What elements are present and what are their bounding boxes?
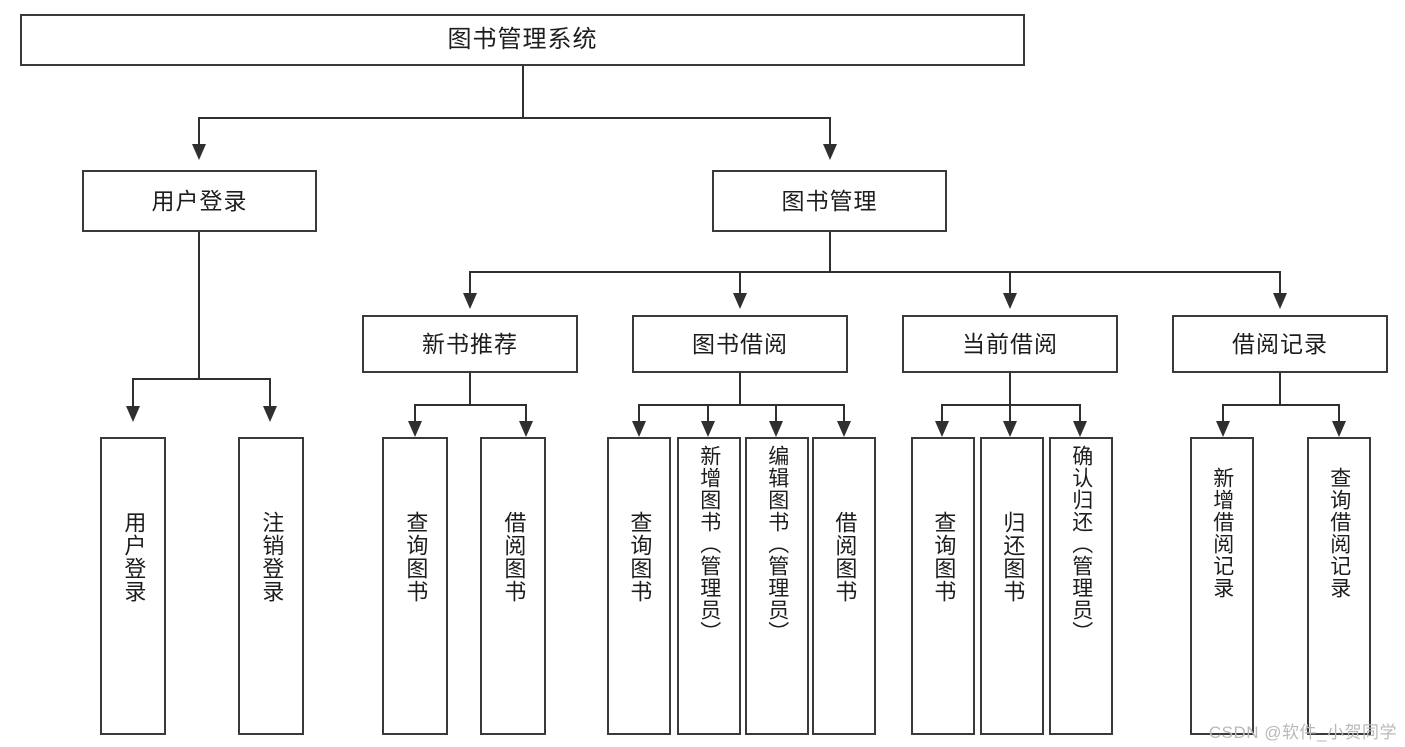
- connector-new-book-rec-l: [414, 404, 416, 422]
- node-label: 新增图书（管理员）: [697, 445, 721, 643]
- node-book-borrow[interactable]: 图书借阅: [632, 315, 848, 373]
- arrowhead-leaf-user-login: [126, 406, 140, 422]
- connector-level3-bus: [469, 271, 1281, 273]
- connector-to-user-login: [198, 117, 200, 144]
- leaf-add-book[interactable]: 新增图书（管理员）: [677, 437, 741, 735]
- node-new-book-rec[interactable]: 新书推荐: [362, 315, 578, 373]
- node-borrow-record[interactable]: 借阅记录: [1172, 315, 1388, 373]
- connector-new-book-rec-bus: [414, 404, 526, 406]
- arrowhead-to-borrow-record: [1273, 293, 1287, 309]
- node-current-borrow[interactable]: 当前借阅: [902, 315, 1118, 373]
- arrowhead-to-user-login: [192, 144, 206, 160]
- node-user-login[interactable]: 用户登录: [82, 170, 317, 232]
- connector-to-book-manage: [829, 117, 831, 144]
- node-label: 用户登录: [121, 511, 147, 603]
- node-label: 图书借阅: [692, 330, 788, 357]
- connector-book-borrow-3: [775, 404, 777, 422]
- connector-to-borrow-record: [1279, 271, 1281, 293]
- leaf-add-record[interactable]: 新增借阅记录: [1190, 437, 1254, 735]
- arrowhead-to-current-borrow: [1003, 293, 1017, 309]
- connector-root-stem: [522, 66, 524, 118]
- node-label: 编辑图书（管理员）: [765, 445, 789, 643]
- leaf-query-book-1[interactable]: 查询图书: [382, 437, 448, 735]
- node-label: 图书管理系统: [447, 26, 598, 53]
- connector-book-borrow-1: [638, 404, 640, 422]
- connector-current-borrow-bus: [941, 404, 1081, 406]
- leaf-return-book[interactable]: 归还图书: [980, 437, 1044, 735]
- connector-user-login-bus: [132, 378, 270, 380]
- arrowhead-leaf-add-book: [701, 421, 715, 437]
- node-label: 借阅图书: [501, 511, 527, 603]
- leaf-query-record[interactable]: 查询借阅记录: [1307, 437, 1371, 735]
- arrowhead-to-new-book-rec: [463, 293, 477, 309]
- leaf-logout[interactable]: 注销登录: [238, 437, 304, 735]
- arrowhead-leaf-query-record: [1332, 421, 1346, 437]
- node-label: 图书管理: [781, 187, 878, 214]
- node-label: 用户登录: [151, 187, 248, 214]
- connector-root-bus: [198, 117, 830, 119]
- connector-borrow-record-stem: [1279, 373, 1281, 405]
- node-label: 借阅图书: [832, 511, 858, 603]
- node-label: 查询借阅记录: [1327, 467, 1351, 599]
- node-label: 借阅记录: [1232, 330, 1328, 357]
- leaf-query-book-3[interactable]: 查询图书: [911, 437, 975, 735]
- node-label: 当前借阅: [962, 330, 1058, 357]
- node-label: 查询图书: [403, 511, 429, 603]
- connector-book-borrow-stem: [739, 373, 741, 405]
- connector-new-book-rec-stem: [469, 373, 471, 405]
- connector-to-book-borrow: [739, 271, 741, 293]
- arrowhead-leaf-query-book-3: [935, 421, 949, 437]
- node-book-manage[interactable]: 图书管理: [712, 170, 947, 232]
- leaf-user-login[interactable]: 用户登录: [100, 437, 166, 735]
- node-label: 新书推荐: [422, 330, 518, 357]
- arrowhead-leaf-edit-book: [769, 421, 783, 437]
- leaf-confirm-return[interactable]: 确认归还（管理员）: [1049, 437, 1113, 735]
- connector-borrow-record-l: [1222, 404, 1224, 422]
- node-label: 归还图书: [1000, 511, 1026, 603]
- arrowhead-leaf-confirm-return: [1073, 421, 1087, 437]
- csdn-watermark: CSDN @软件_小贺同学: [1208, 723, 1397, 742]
- connector-book-borrow-4: [843, 404, 845, 422]
- connector-current-borrow-1: [941, 404, 943, 422]
- leaf-edit-book[interactable]: 编辑图书（管理员）: [745, 437, 809, 735]
- arrowhead-leaf-query-book-2: [632, 421, 646, 437]
- connector-book-borrow-bus: [638, 404, 844, 406]
- connector-current-borrow-stem: [1009, 373, 1011, 405]
- arrowhead-to-book-manage: [823, 144, 837, 160]
- connector-user-login-left: [132, 378, 134, 406]
- connector-to-new-book-rec: [469, 271, 471, 293]
- node-label: 查询图书: [931, 511, 957, 603]
- connector-borrow-record-bus: [1222, 404, 1339, 406]
- connector-to-current-borrow: [1009, 271, 1011, 293]
- connector-current-borrow-3: [1079, 404, 1081, 422]
- arrowhead-leaf-add-record: [1216, 421, 1230, 437]
- leaf-borrow-book-2[interactable]: 借阅图书: [812, 437, 876, 735]
- leaf-borrow-book-1[interactable]: 借阅图书: [480, 437, 546, 735]
- connector-book-borrow-2: [707, 404, 709, 422]
- node-label: 新增借阅记录: [1210, 467, 1234, 599]
- node-label: 查询图书: [627, 511, 653, 603]
- arrowhead-leaf-borrow-book-2: [837, 421, 851, 437]
- arrowhead-to-book-borrow: [733, 293, 747, 309]
- arrowhead-leaf-logout: [263, 406, 277, 422]
- node-label: 注销登录: [259, 511, 285, 603]
- arrowhead-leaf-query-book-1: [408, 421, 422, 437]
- leaf-query-book-2[interactable]: 查询图书: [607, 437, 671, 735]
- arrowhead-leaf-borrow-book-1: [519, 421, 533, 437]
- connector-user-login-stem: [198, 232, 200, 379]
- node-root-system[interactable]: 图书管理系统: [20, 14, 1025, 66]
- connector-current-borrow-2: [1009, 404, 1011, 422]
- arrowhead-leaf-return-book: [1003, 421, 1017, 437]
- connector-book-manage-stem: [829, 232, 831, 272]
- node-label: 确认归还（管理员）: [1069, 445, 1093, 643]
- connector-new-book-rec-r: [525, 404, 527, 422]
- connector-user-login-right: [269, 378, 271, 406]
- connector-borrow-record-r: [1338, 404, 1340, 422]
